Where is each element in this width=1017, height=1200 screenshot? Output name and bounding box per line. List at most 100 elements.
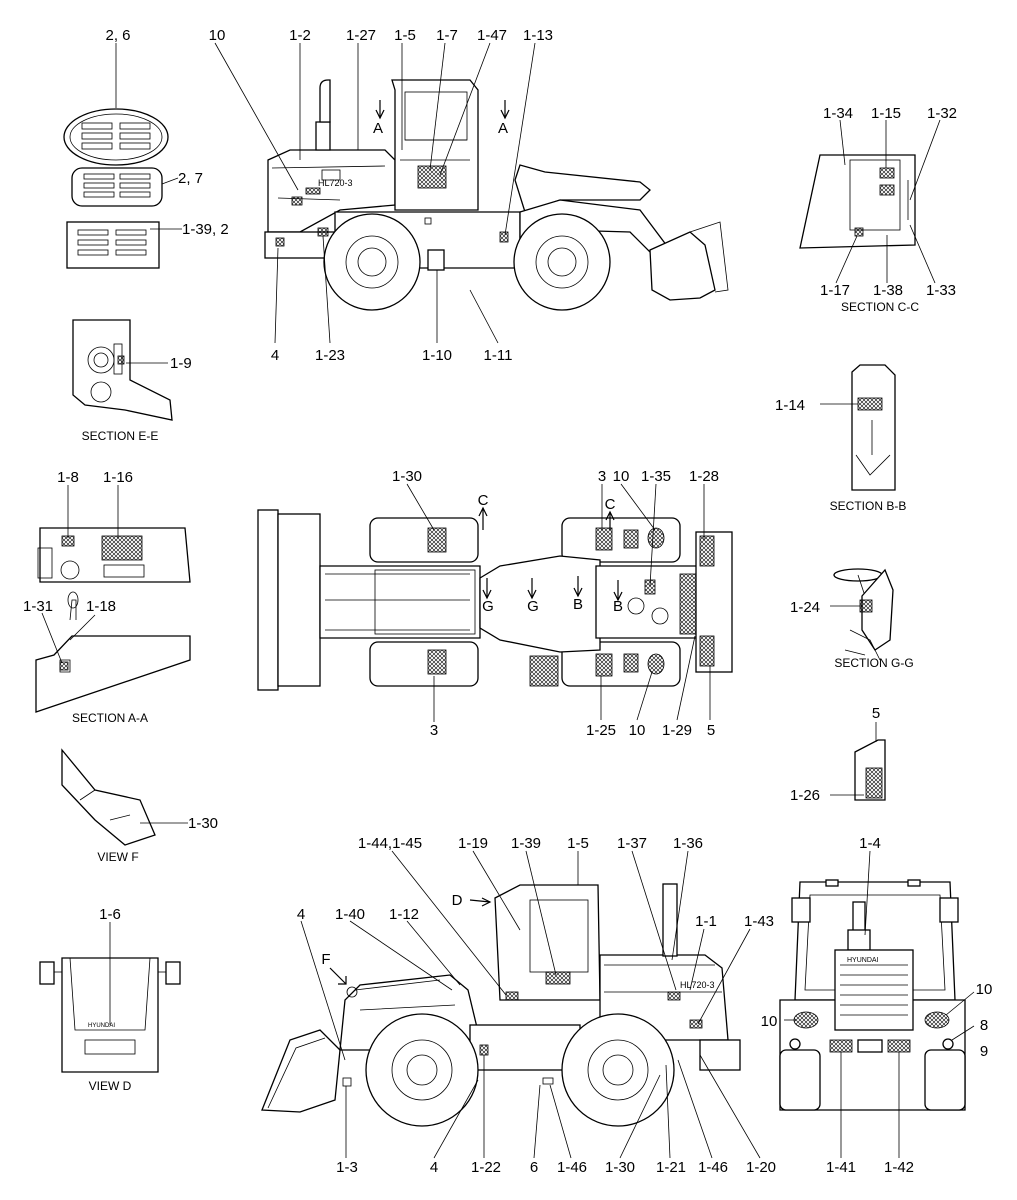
- label-plan-3-top: 3: [598, 468, 606, 485]
- label-top-1-5: 1-5: [394, 27, 416, 44]
- label-bot-1-39: 1-39: [511, 835, 541, 852]
- label-plan-1-29: 1-29: [662, 722, 692, 739]
- label-top-1-11: 1-11: [484, 347, 513, 364]
- label-plan-b-right: B: [613, 598, 623, 615]
- title-view-d: VIEW D: [89, 1079, 132, 1093]
- label-d-1-6: 1-6: [99, 906, 121, 923]
- label-bot-1-46-b: 1-46: [698, 1159, 728, 1176]
- label-aa-1-8: 1-8: [57, 469, 79, 486]
- label-r5-5: 5: [872, 705, 880, 722]
- label-plan-1-28: 1-28: [689, 468, 719, 485]
- view-f-drawing: [61, 748, 188, 846]
- label-plan-c-left: C: [478, 492, 489, 509]
- label-aa-1-18: 1-18: [86, 598, 116, 615]
- label-bot-6: 6: [530, 1159, 538, 1176]
- section-aa-drawing: [35, 527, 191, 713]
- label-cc-1-15: 1-15: [871, 105, 901, 122]
- label-aa-1-31: 1-31: [23, 598, 53, 615]
- loader-side-view-bottom: HL720-3: [261, 883, 741, 1127]
- label-top-1-7: 1-7: [436, 27, 458, 44]
- loader-plan-view: [257, 509, 733, 691]
- label-cc-1-33: 1-33: [926, 282, 956, 299]
- label-plan-1-30: 1-30: [392, 468, 422, 485]
- section-titles: SECTION E-E SECTION A-A VIEW F VIEW D SE…: [72, 300, 919, 1093]
- section-gg-drawing: [830, 568, 894, 661]
- label-bot-1-19: 1-19: [458, 835, 488, 852]
- title-section-bb: SECTION B-B: [830, 499, 907, 513]
- label-aa-1-16: 1-16: [103, 469, 133, 486]
- label-top-a-right: A: [498, 120, 508, 137]
- label-rear-1-4: 1-4: [859, 835, 881, 852]
- loader-side-view-top: HL720-3: [264, 79, 729, 311]
- label-bot-4-bottom: 4: [430, 1159, 438, 1176]
- model-badge-side-top: HL720-3: [318, 178, 353, 188]
- label-top-1-10: 1-10: [422, 347, 452, 364]
- label-bot-1-21: 1-21: [656, 1159, 686, 1176]
- label-top-2-7: 2, 7: [178, 170, 203, 187]
- label-bot-1-46-a: 1-46: [557, 1159, 587, 1176]
- label-gg-1-24: 1-24: [790, 599, 820, 616]
- label-r5-1-26: 1-26: [790, 787, 820, 804]
- label-top-1-39-2: 1-39, 2: [182, 221, 229, 238]
- label-top-1-27: 1-27: [346, 27, 376, 44]
- label-cc-1-34: 1-34: [823, 105, 853, 122]
- label-rear-8: 8: [980, 1017, 988, 1034]
- label-top-1-13: 1-13: [523, 27, 553, 44]
- label-bot-d: D: [452, 892, 463, 909]
- label-plan-10-top: 10: [613, 468, 630, 485]
- label-top-a-left: A: [373, 120, 383, 137]
- label-bot-1-12: 1-12: [389, 906, 419, 923]
- label-rear-10-left: 10: [761, 1013, 778, 1030]
- label-bot-1-5: 1-5: [567, 835, 589, 852]
- view-d-brand: HYUNDAI: [88, 1023, 115, 1029]
- label-cc-1-32: 1-32: [927, 105, 957, 122]
- label-cc-1-17: 1-17: [820, 282, 850, 299]
- view-d-drawing: HYUNDAI: [39, 922, 181, 1073]
- decal-rect-plate: [66, 221, 160, 269]
- loader-rear-view: HYUNDAI: [779, 879, 966, 1111]
- label-bb-1-14: 1-14: [775, 397, 805, 414]
- label-bot-1-30: 1-30: [605, 1159, 635, 1176]
- label-rear-9: 9: [980, 1043, 988, 1060]
- label-f-1-30: 1-30: [188, 815, 218, 832]
- label-cc-1-38: 1-38: [873, 282, 903, 299]
- label-bot-1-3: 1-3: [336, 1159, 358, 1176]
- section-cc-drawing: [799, 154, 916, 249]
- label-bot-1-22: 1-22: [471, 1159, 501, 1176]
- decal-rounded-plate: [71, 167, 163, 207]
- label-plan-5: 5: [707, 722, 715, 739]
- label-bot-1-20: 1-20: [746, 1159, 776, 1176]
- label-bot-f: F: [321, 951, 330, 968]
- label-bot-1-43: 1-43: [744, 913, 774, 930]
- label-top-2-6: 2, 6: [105, 27, 130, 44]
- decal-oval-plate: [63, 108, 169, 166]
- label-plan-10-bottom: 10: [629, 722, 646, 739]
- label-plan-g-left: G: [482, 598, 494, 615]
- label-plan-3-bottom: 3: [430, 722, 438, 739]
- title-section-gg: SECTION G-G: [834, 656, 913, 670]
- section-bb-drawing: [820, 364, 896, 491]
- label-ee-1-9: 1-9: [170, 355, 192, 372]
- label-bot-1-37: 1-37: [617, 835, 647, 852]
- label-rear-10-right: 10: [976, 981, 993, 998]
- title-view-f: VIEW F: [97, 850, 138, 864]
- label-top-1-47: 1-47: [477, 27, 507, 44]
- section-ee-drawing: [72, 319, 173, 421]
- rear-lamp-detail: [830, 722, 886, 801]
- label-plan-1-35: 1-35: [641, 468, 671, 485]
- title-section-ee: SECTION E-E: [82, 429, 159, 443]
- label-top-4: 4: [271, 347, 279, 364]
- label-top-1-2: 1-2: [289, 27, 311, 44]
- rear-brand: HYUNDAI: [847, 957, 879, 964]
- label-bot-1-44-45: 1-44,1-45: [358, 835, 422, 852]
- label-rear-1-42: 1-42: [884, 1159, 914, 1176]
- title-section-aa: SECTION A-A: [72, 711, 148, 725]
- label-bot-1-1: 1-1: [695, 913, 717, 930]
- label-plan-1-25: 1-25: [586, 722, 616, 739]
- label-bot-1-40: 1-40: [335, 906, 365, 923]
- label-top-1-23: 1-23: [315, 347, 345, 364]
- title-section-cc: SECTION C-C: [841, 300, 919, 314]
- label-plan-b-left: B: [573, 596, 583, 613]
- model-badge-side-bottom: HL720-3: [680, 980, 715, 990]
